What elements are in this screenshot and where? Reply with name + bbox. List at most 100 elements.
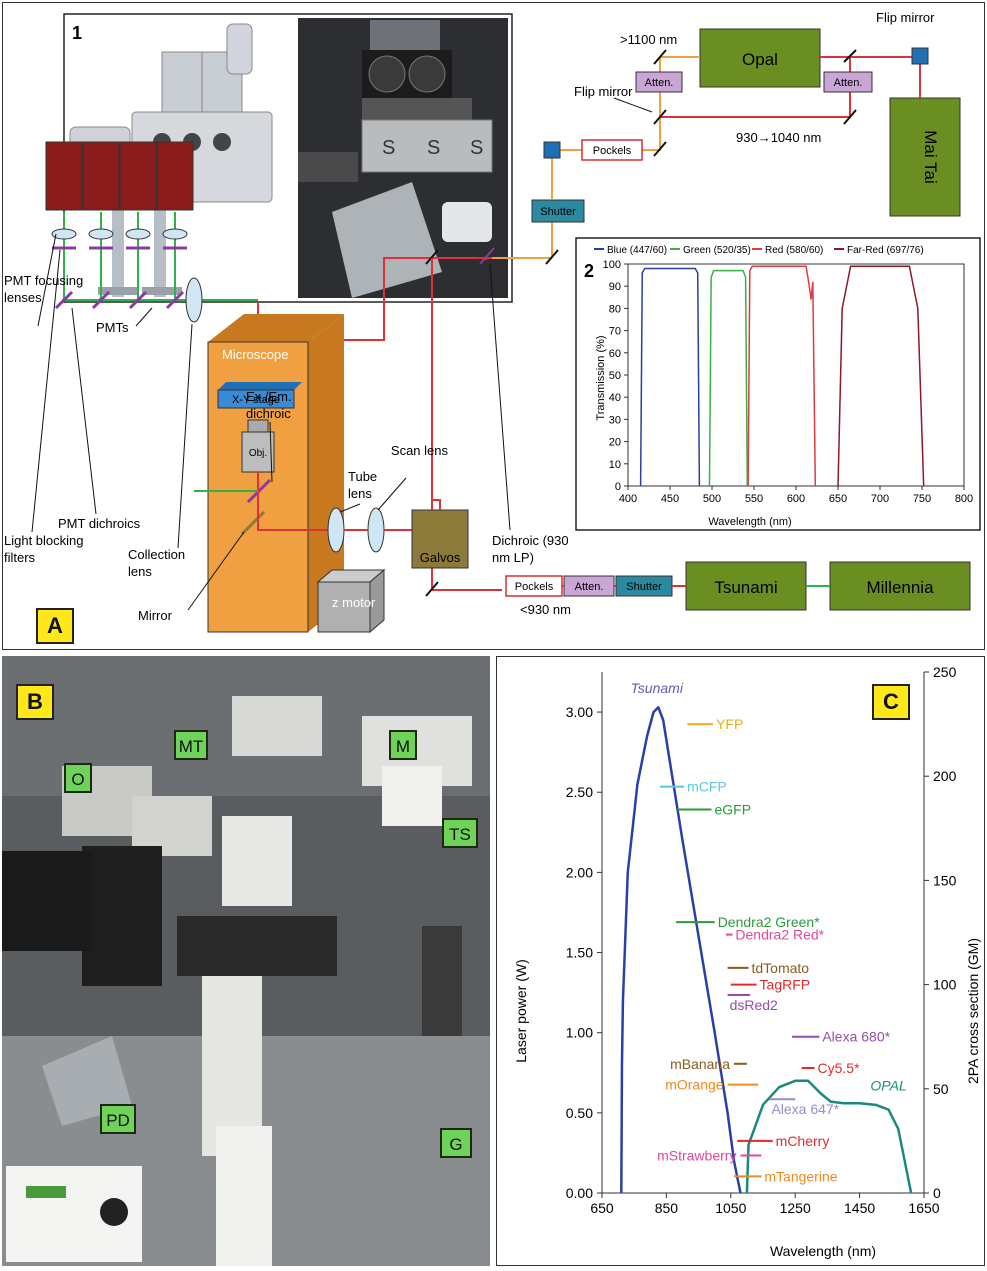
pockels-box-top: Pockels <box>581 139 643 161</box>
tag-galvos: G <box>440 1128 472 1158</box>
svg-text:Shutter: Shutter <box>540 206 576 218</box>
power-xtick-label: 850 <box>655 1200 679 1216</box>
label-flip-mirror-top: Flip mirror <box>876 10 935 25</box>
fluorophore-label: Cy5.5* <box>818 1060 861 1076</box>
label-ex-em-text: Ex./Em. dichroic <box>246 389 292 421</box>
tag-pd: PD <box>100 1104 136 1134</box>
filter-ytick-label: 0 <box>615 481 621 493</box>
svg-text:S: S <box>427 137 440 159</box>
label-dichroic: Dichroic (930 nm LP) <box>492 533 569 565</box>
laser-opal: Opal <box>699 28 821 88</box>
filter-xtick-label: 750 <box>913 493 931 505</box>
inset-1-number: 1 <box>72 23 82 43</box>
panel-c-badge: C <box>872 684 910 720</box>
filter-legend-entry: Red (580/60) <box>765 245 823 256</box>
svg-text:Galvos: Galvos <box>420 550 461 565</box>
gm-ytick-label: 0 <box>933 1185 941 1201</box>
laser-power-chart: 0.000.501.001.502.002.503.00050100150200… <box>496 656 985 1266</box>
atten-box-bottom: Atten. <box>563 575 615 597</box>
tag-millennia: M <box>389 730 417 760</box>
filter-legend-entry: Blue (447/60) <box>607 245 667 256</box>
label-pmt-focusing-text: PMT focusing lenses <box>4 273 84 305</box>
shutter-box-top: Shutter <box>531 199 585 223</box>
gm-ytick-label: 200 <box>933 768 957 784</box>
fluorophore-label: Dendra2 Red* <box>735 927 824 943</box>
svg-text:Pockels: Pockels <box>593 145 632 157</box>
svg-text:S: S <box>470 137 483 159</box>
fluorophore-label: TagRFP <box>760 977 811 993</box>
power-xtick-label: 1050 <box>715 1200 746 1216</box>
setup-diagram: 1 S S S <box>2 2 985 650</box>
label-mirror: Mirror <box>138 608 173 623</box>
filter-transmission-chart: 2 Blue (447/60) Green (520/35) Red (580/60… <box>575 237 981 531</box>
filter-series-line <box>639 267 701 487</box>
inset-2-number: 2 <box>584 261 594 281</box>
gm-ytick-label: 150 <box>933 872 957 888</box>
filter-ytick-label: 70 <box>609 326 621 338</box>
svg-text:Pockels: Pockels <box>515 581 554 593</box>
filter-xtick-label: 500 <box>703 493 721 505</box>
svg-text:Opal: Opal <box>742 50 778 69</box>
scan-lens <box>367 507 385 553</box>
steering-mirror-maitai <box>911 47 929 65</box>
fluorophore-label: Alexa 680* <box>822 1029 890 1045</box>
filter-legend: Blue (447/60)Green (520/35)Red (580/60)F… <box>594 245 924 256</box>
power-series-line <box>745 1079 913 1194</box>
filter-xtick-label: 550 <box>745 493 763 505</box>
tag-opal: O <box>64 763 92 793</box>
label-light-blocking: Light blocking filters <box>4 533 84 565</box>
tag-mai-tai: MT <box>174 730 208 760</box>
opal-curve-label: OPAL <box>870 1077 906 1093</box>
galvos: Galvos <box>411 509 469 569</box>
fluorophore-label: YFP <box>716 716 743 732</box>
fluorophore-label: dsRed2 <box>730 997 778 1013</box>
filter-xtick-label: 600 <box>787 493 805 505</box>
label-tube-lens: Tube lens <box>348 469 378 501</box>
filter-series-line <box>837 265 925 487</box>
panel-b-photo: B O MT M TS PD G <box>2 656 490 1266</box>
label-collection-lens: Collection lens <box>128 547 186 579</box>
filter-series-line <box>708 269 749 487</box>
xy-stage-label: X-Y stage <box>232 394 280 406</box>
power-ytick-label: 3.00 <box>566 704 593 720</box>
filter-xtick-label: 800 <box>955 493 973 505</box>
tsunami-curve-label: Tsunami <box>631 680 684 696</box>
label-flip-mirror-left: Flip mirror <box>574 84 633 99</box>
power-xtick-label: 1250 <box>780 1200 811 1216</box>
power-xtick-label: 1450 <box>844 1200 875 1216</box>
panel-a-badge: A <box>36 608 74 644</box>
fluorophore-label: mOrange <box>665 1077 724 1093</box>
label-930-1040: 930→1040 nm <box>736 130 821 145</box>
label-930-short: <930 nm <box>520 602 571 617</box>
gm-ytick-label: 100 <box>933 977 957 993</box>
label-scan-lens: Scan lens <box>390 443 448 458</box>
svg-text:Tsunami: Tsunami <box>714 578 777 597</box>
filter-ytick-label: 30 <box>609 414 621 426</box>
filter-xtick-label: 650 <box>829 493 847 505</box>
power-ytick-label: 2.00 <box>566 864 593 880</box>
fluorophore-label: Dendra2 Green* <box>718 914 821 930</box>
fluorophore-label: mCFP <box>687 779 727 795</box>
label-pmts: PMTs <box>96 320 129 335</box>
panel-a: 1 S S S <box>2 2 985 650</box>
steering-mirror-shutter <box>543 141 561 159</box>
power-xtick-label: 1650 <box>908 1200 939 1216</box>
svg-text:Atten.: Atten. <box>645 77 674 89</box>
filter-series-line <box>747 265 817 487</box>
microscope: Microscope X-Y stage Obj. <box>194 314 344 633</box>
filter-xtick-label: 450 <box>661 493 679 505</box>
power-ylabel-left: Laser power (W) <box>513 959 529 1062</box>
panel-b-badge: B <box>16 684 54 720</box>
filter-ytick-label: 50 <box>609 370 621 382</box>
pmt-photo: S S S <box>298 18 508 298</box>
svg-text:Atten.: Atten. <box>834 77 863 89</box>
fluorophore-label: mCherry <box>776 1133 830 1149</box>
power-ylabel-right: 2PA cross section (GM) <box>965 938 981 1084</box>
pmt-array <box>45 141 203 323</box>
filter-xtick-label: 400 <box>619 493 637 505</box>
svg-text:Millennia: Millennia <box>866 578 934 597</box>
shutter-box-bottom: Shutter <box>615 575 673 597</box>
label-1100nm: >1100 nm <box>620 32 677 47</box>
filter-legend-entry: Green (520/35) <box>683 245 751 256</box>
